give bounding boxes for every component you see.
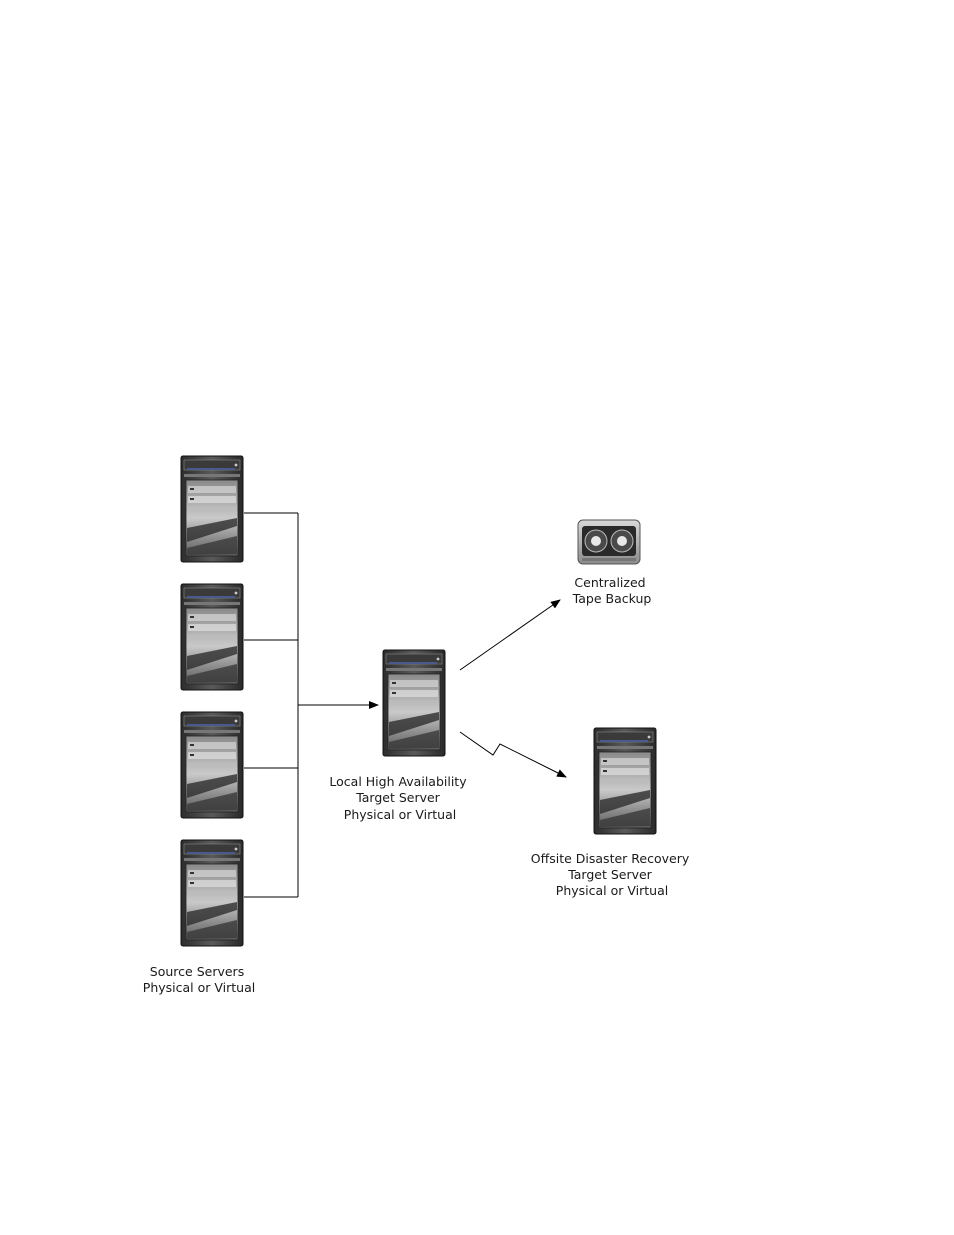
label-line: Target Server bbox=[567, 867, 652, 882]
label-line: Centralized bbox=[574, 575, 645, 590]
source-server-icon bbox=[181, 712, 243, 818]
tape-cartridge-icon bbox=[578, 520, 640, 564]
source-connector-lines bbox=[244, 513, 378, 897]
label-line: Tape Backup bbox=[572, 591, 652, 606]
label-line: Local High Availability bbox=[329, 774, 467, 789]
source-server-icon bbox=[181, 584, 243, 690]
label-line: Source Servers bbox=[150, 964, 244, 979]
label-line: Physical or Virtual bbox=[344, 807, 456, 822]
label-line: Target Server bbox=[355, 790, 440, 805]
local-ha-label: Local High Availability Target Server Ph… bbox=[329, 774, 470, 822]
label-line: Offsite Disaster Recovery bbox=[531, 851, 690, 866]
wan-link-to-offsite-arrow bbox=[460, 732, 566, 777]
source-server-icon bbox=[181, 456, 243, 562]
tape-backup-label: Centralized Tape Backup bbox=[572, 575, 652, 606]
label-line: Physical or Virtual bbox=[556, 883, 668, 898]
offsite-dr-label: Offsite Disaster Recovery Target Server … bbox=[531, 851, 693, 898]
label-line: Physical or Virtual bbox=[143, 980, 255, 995]
source-servers-label: Source Servers Physical or Virtual bbox=[143, 964, 255, 995]
source-server-icon bbox=[181, 840, 243, 946]
to-tape-backup-arrow bbox=[460, 600, 560, 670]
offsite-dr-server-icon bbox=[594, 728, 656, 834]
local-ha-server-icon bbox=[383, 650, 445, 756]
